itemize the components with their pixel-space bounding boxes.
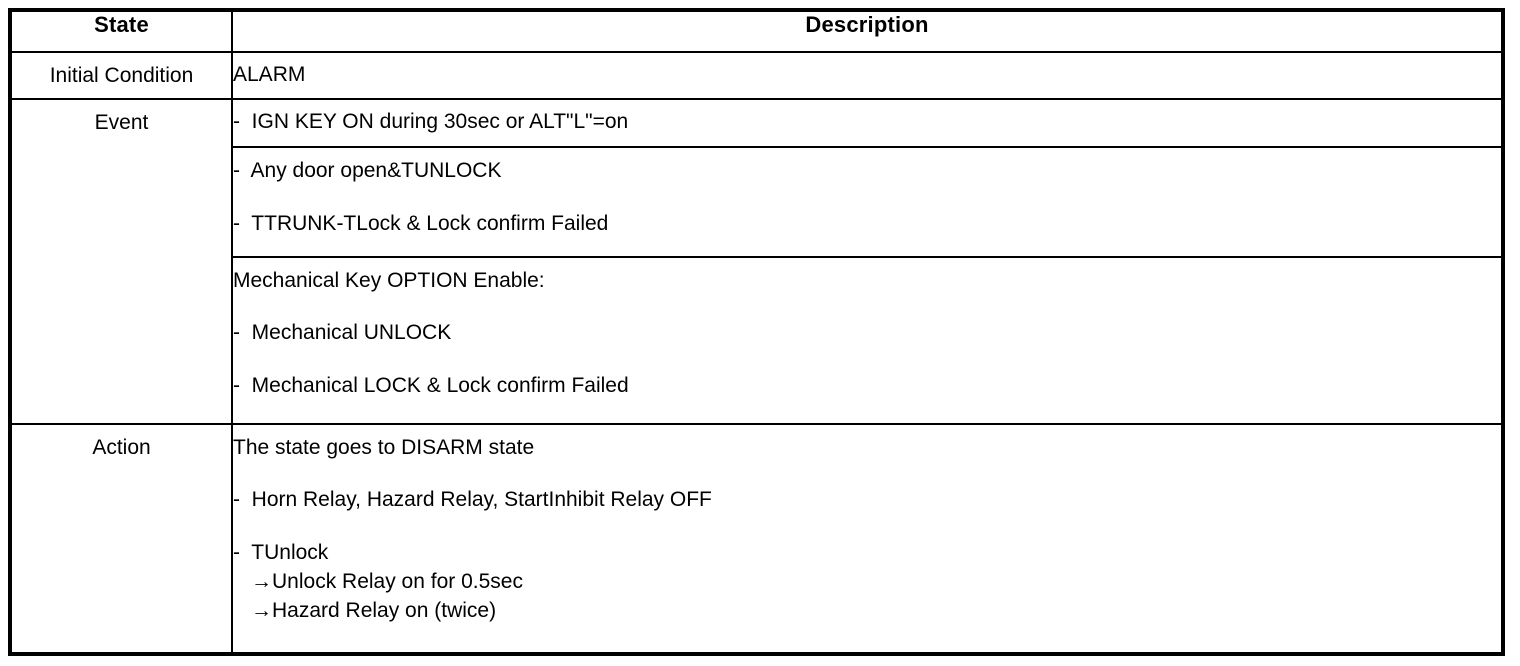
description-event-door-trunk: - Any door open&TUNLOCK - TTRUNK-TLock &… <box>231 145 1504 258</box>
table-row: Action The state goes to DISARM state - … <box>9 422 1504 656</box>
description-initial-condition: ALARM <box>231 50 1504 101</box>
table-row: Event - IGN KEY ON during 30sec or ALT"L… <box>9 98 1504 425</box>
table-row: Initial Condition ALARM <box>9 50 1504 101</box>
description-line: - Horn Relay, Hazard Relay, StartInhibit… <box>233 488 712 512</box>
description-subline: →Hazard Relay on (twice) <box>251 599 497 623</box>
column-header-description: Description <box>231 9 1504 53</box>
state-label-initial-condition: Initial Condition <box>9 50 233 101</box>
description-line: Mechanical Key OPTION Enable: <box>233 268 545 292</box>
state-label-event: Event <box>9 98 233 425</box>
description-event-mechanical-key: Mechanical Key OPTION Enable: - Mechanic… <box>231 255 1504 425</box>
description-line: The state goes to DISARM state <box>233 435 535 459</box>
description-subline: →Unlock Relay on for 0.5sec <box>251 570 523 594</box>
description-event-ign-key: - IGN KEY ON during 30sec or ALT"L"=on <box>231 98 1504 148</box>
description-line: - Mechanical UNLOCK <box>233 321 452 345</box>
description-action: The state goes to DISARM state - Horn Re… <box>231 422 1504 656</box>
description-line: - Any door open&TUNLOCK <box>233 158 502 182</box>
header-row: State Description <box>9 9 1504 53</box>
table-body: Initial Condition ALARM Event - IGN KEY … <box>9 50 1504 656</box>
table-header: State Description <box>9 9 1504 53</box>
table-row: - Any door open&TUNLOCK - TTRUNK-TLock &… <box>10 145 1504 258</box>
state-label-action: Action <box>9 422 233 656</box>
alarm-state-table: State Description Initial Condition ALAR… <box>8 8 1505 656</box>
description-line: - IGN KEY ON during 30sec or ALT"L"=on <box>233 110 629 134</box>
table-row: Mechanical Key OPTION Enable: - Mechanic… <box>10 255 1504 425</box>
description-line: - TTRUNK-TLock & Lock confirm Failed <box>233 211 609 235</box>
column-header-state: State <box>9 9 233 53</box>
description-line: - Mechanical LOCK & Lock confirm Failed <box>233 374 629 398</box>
description-line: ALARM <box>233 63 306 86</box>
description-line: - TUnlock <box>233 541 329 565</box>
